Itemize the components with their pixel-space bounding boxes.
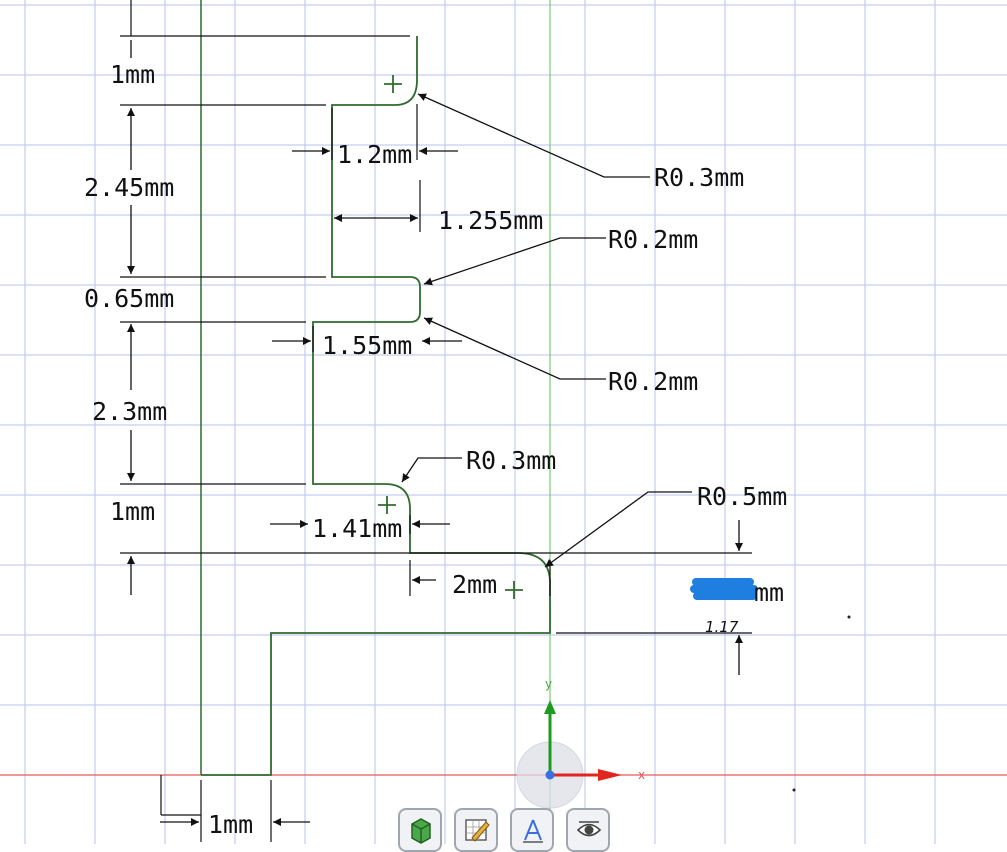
redaction-scribble (690, 578, 758, 600)
radius-r0-2mm-b[interactable]: R0.2mm (608, 367, 698, 396)
center-marks (378, 75, 523, 599)
extension-lines (120, 0, 752, 842)
x-axis-label: x (638, 768, 645, 782)
view-display-button[interactable] (566, 808, 610, 852)
dim-1mm-lower[interactable]: 1mm (110, 497, 155, 526)
stray-dot (847, 615, 851, 619)
dim-1-255mm[interactable]: 1.255mm (438, 206, 543, 235)
dim-0-65mm[interactable]: 0.65mm (84, 284, 174, 313)
radius-r0-5mm[interactable]: R0.5mm (697, 482, 787, 511)
solid-box-icon (411, 818, 431, 844)
dim-1-41mm[interactable]: 1.41mm (312, 514, 402, 543)
radius-leaders (401, 93, 692, 568)
dimension-icon (523, 819, 543, 843)
dim-1-2mm[interactable]: 1.2mm (337, 140, 412, 169)
dimension-lines (127, 40, 743, 826)
dim-1-55mm[interactable]: 1.55mm (322, 331, 412, 360)
view-eye-icon (576, 821, 602, 837)
radius-r0-2mm-a[interactable]: R0.2mm (608, 225, 698, 254)
dim-redacted-mm[interactable]: mm (754, 578, 784, 607)
dim-2-45mm[interactable]: 2.45mm (84, 173, 174, 202)
dimension-button[interactable] (510, 808, 554, 852)
radius-r0-3mm-mid[interactable]: R0.3mm (466, 446, 556, 475)
view-toolbar (398, 808, 618, 852)
y-axis-label: y (545, 677, 552, 691)
dim-1mm-top[interactable]: 1mm (110, 60, 155, 89)
dim-2-3mm[interactable]: 2.3mm (92, 397, 167, 426)
dim-2mm[interactable]: 2mm (452, 570, 497, 599)
radius-r0-3mm-top[interactable]: R0.3mm (654, 163, 744, 192)
solid-view-button[interactable] (398, 808, 442, 852)
dim-1mm-bottom[interactable]: 1mm (208, 810, 253, 839)
handwritten-1-17: 1.17 (705, 618, 739, 636)
sketch-edit-button[interactable] (454, 808, 498, 852)
stray-dot (792, 788, 796, 792)
part-profile (201, 36, 551, 776)
sketch-edit-icon (465, 819, 490, 842)
axis-triad: y x (516, 677, 645, 809)
